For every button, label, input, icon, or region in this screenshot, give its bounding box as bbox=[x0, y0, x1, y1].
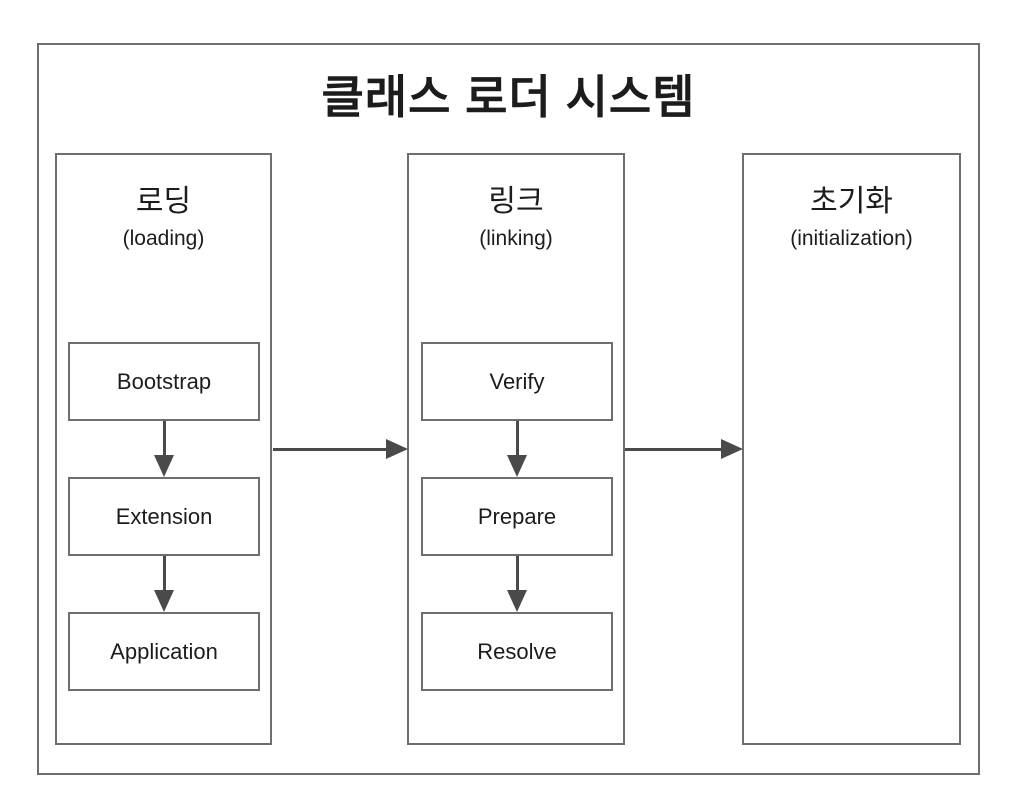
down-arrow-icon bbox=[507, 590, 527, 612]
right-arrow-icon bbox=[386, 439, 408, 459]
step-box-extension: Extension bbox=[68, 477, 260, 556]
arrow-extension-to-application-line bbox=[163, 556, 166, 594]
diagram-title: 클래스 로더 시스템 bbox=[321, 71, 696, 123]
column-initialization-title-kr: 초기화 bbox=[810, 185, 893, 218]
arrow-loading-to-linking-line bbox=[273, 448, 386, 451]
arrow-linking-to-initialization-line bbox=[625, 448, 721, 451]
down-arrow-icon bbox=[154, 590, 174, 612]
step-box-application: Application bbox=[68, 612, 260, 691]
step-box-verify: Verify bbox=[421, 342, 613, 421]
column-initialization-subtitle-en: (initialization) bbox=[790, 227, 913, 250]
column-linking-subtitle-en: (linking) bbox=[479, 227, 553, 250]
column-linking-title-kr: 링크 bbox=[488, 185, 544, 218]
step-box-prepare: Prepare bbox=[421, 477, 613, 556]
column-initialization: 초기화 (initialization) bbox=[742, 153, 961, 745]
column-loading-title-kr: 로딩 bbox=[135, 185, 192, 218]
step-box-bootstrap: Bootstrap bbox=[68, 342, 260, 421]
arrow-prepare-to-resolve-line bbox=[516, 556, 519, 594]
right-arrow-icon bbox=[721, 439, 743, 459]
down-arrow-icon bbox=[154, 455, 174, 477]
arrow-bootstrap-to-extension-line bbox=[163, 421, 166, 459]
arrow-verify-to-prepare-line bbox=[516, 421, 519, 459]
down-arrow-icon bbox=[507, 455, 527, 477]
column-loading-subtitle-en: (loading) bbox=[122, 227, 205, 250]
step-box-resolve: Resolve bbox=[421, 612, 613, 691]
